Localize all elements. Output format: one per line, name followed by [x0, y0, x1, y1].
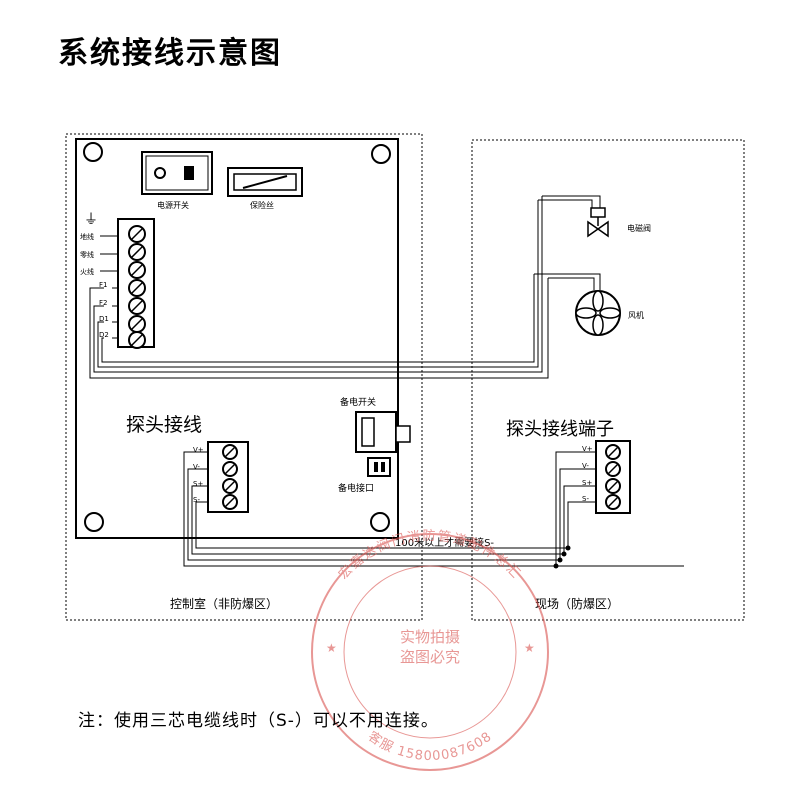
fuse-label: 保险丝 — [250, 200, 274, 210]
probe-label-sminus: S- — [193, 496, 200, 504]
switch-on-icon — [184, 166, 194, 180]
backup-port-label: 备电接口 — [338, 482, 374, 494]
terminal-label-d1: D1 — [99, 315, 109, 323]
watermark-star-right-icon: ★ — [524, 641, 535, 655]
field-probe-label-splus: S+ — [582, 479, 592, 487]
page-title: 系统接线示意图 — [58, 36, 282, 71]
fuse-wire-icon — [242, 175, 288, 189]
probe-label-splus: S+ — [193, 480, 203, 488]
probe-label-vplus: V+ — [193, 446, 204, 454]
terminal-label-neutral: 零线 — [80, 250, 94, 259]
field-probe-label-sminus: S- — [582, 495, 589, 503]
backup-power-switch — [355, 411, 411, 453]
svg-text:客服 15800087608: 客服 15800087608 — [365, 728, 495, 764]
probe-wiring-label: 探头接线 — [126, 414, 202, 436]
mount-hole-tl — [83, 142, 103, 162]
main-terminal-block — [117, 218, 155, 349]
field-probe-label-vplus: V+ — [582, 445, 593, 453]
mount-hole-bl — [84, 512, 104, 532]
power-switch-label: 电源开关 — [157, 200, 189, 210]
watermark-line1: 实物拍摄 — [400, 628, 460, 646]
power-switch — [141, 151, 213, 195]
ground-icon: ⏚ — [84, 212, 98, 228]
terminal-label-ground: 地线 — [80, 232, 94, 241]
switch-off-icon — [154, 167, 166, 179]
probe-label-vminus: V- — [193, 463, 200, 471]
fan-icon — [575, 290, 621, 336]
field-zone — [471, 139, 745, 621]
cable-note: 100米以上才需要接S- — [395, 536, 494, 549]
mount-hole-tr — [371, 144, 391, 164]
backup-switch-label: 备电开关 — [340, 396, 376, 408]
watermark-bottom-arc: 客服 15800087608 — [365, 728, 494, 764]
probe-terminal-block — [207, 441, 249, 513]
output-wiring — [89, 195, 601, 379]
watermark-line2: 盗图必究 — [400, 648, 460, 666]
terminal-label-f2: F2 — [99, 299, 107, 307]
footnote: 注：使用三芯电缆线时（S-）可以不用连接。 — [78, 711, 439, 731]
fuse-holder — [227, 167, 303, 197]
field-zone-label: 现场（防爆区） — [535, 596, 619, 611]
watermark-seal: ★ ★ 宏嘉达阀门消防管道配件总汇 客服 15800087608 实物拍摄 盗图… — [311, 528, 549, 771]
control-room-zone-label: 控制室（非防爆区） — [170, 596, 278, 611]
probe-terminal-block-label: 探头接线端子 — [506, 419, 614, 440]
solenoid-valve-icon — [587, 207, 609, 238]
control-room-zone — [65, 133, 423, 621]
cable-junction-dots — [553, 545, 571, 569]
field-probe-terminal-block — [595, 440, 631, 514]
watermark-star-left-icon: ★ — [326, 641, 337, 655]
mount-hole-br — [370, 512, 390, 532]
terminal-label-f1: F1 — [99, 281, 107, 289]
terminal-label-live: 火线 — [80, 267, 94, 276]
fan-label: 风机 — [628, 310, 644, 320]
valve-label: 电磁阀 — [627, 223, 651, 233]
backup-power-port — [367, 457, 391, 477]
terminal-label-d2: D2 — [99, 331, 109, 339]
field-probe-label-vminus: V- — [582, 462, 589, 470]
